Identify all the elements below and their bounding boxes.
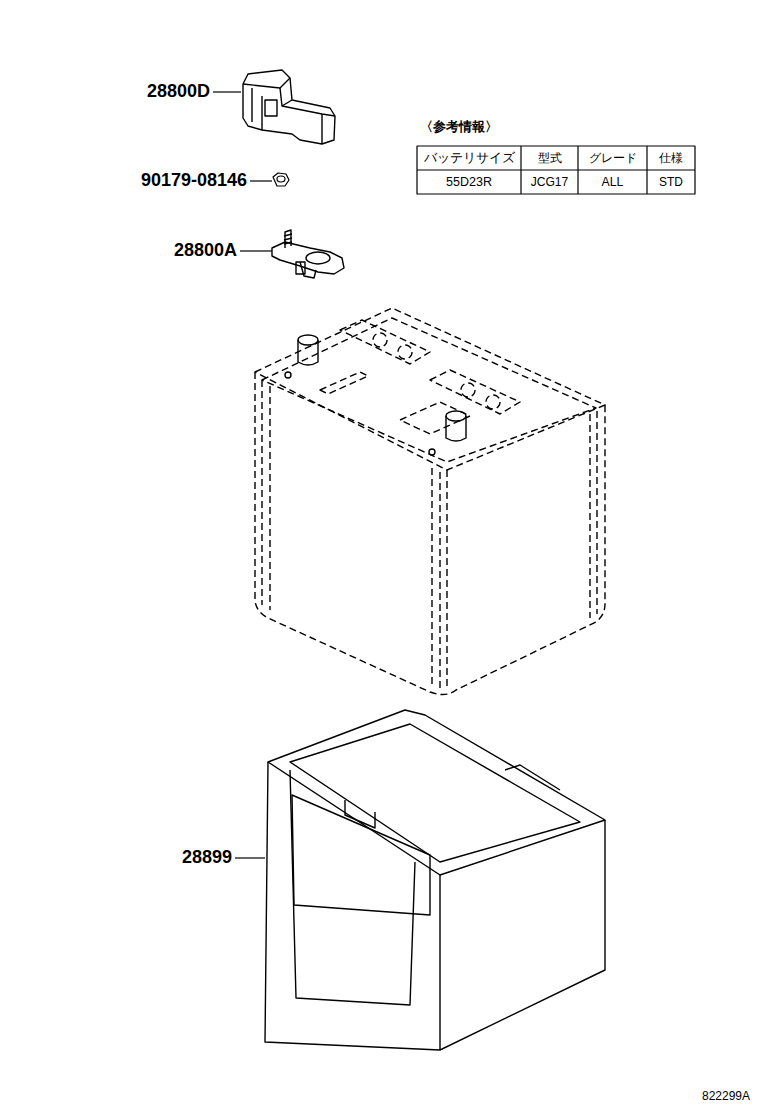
battery-terminals: [285, 335, 466, 455]
table-cell: 仕様: [647, 146, 695, 170]
terminal-clamp: [272, 230, 344, 278]
terminal-cover: [243, 70, 335, 144]
table-grid: [417, 146, 695, 194]
nut: [273, 173, 289, 186]
battery-tray: [265, 710, 605, 1050]
callout-number: 28899: [182, 847, 232, 869]
battery: [255, 308, 605, 695]
leader-lines: [213, 92, 272, 858]
table-cell: JCG17: [521, 170, 578, 194]
callout-number: 28800D: [147, 81, 210, 103]
table-cell: グレード: [578, 146, 647, 170]
table-cell: ALL: [578, 170, 647, 194]
table-cell: STD: [647, 170, 695, 194]
table-heading: 〈参考情報〉: [420, 119, 498, 135]
callout-number: 90179-08146: [141, 170, 247, 192]
callout-number: 28800A: [174, 240, 237, 262]
table-cell: 55D23R: [417, 170, 521, 194]
table-cell: バッテリサイズ: [417, 146, 521, 170]
table-cell: 型式: [521, 146, 578, 170]
drawing-number: 822299A: [702, 1089, 750, 1103]
